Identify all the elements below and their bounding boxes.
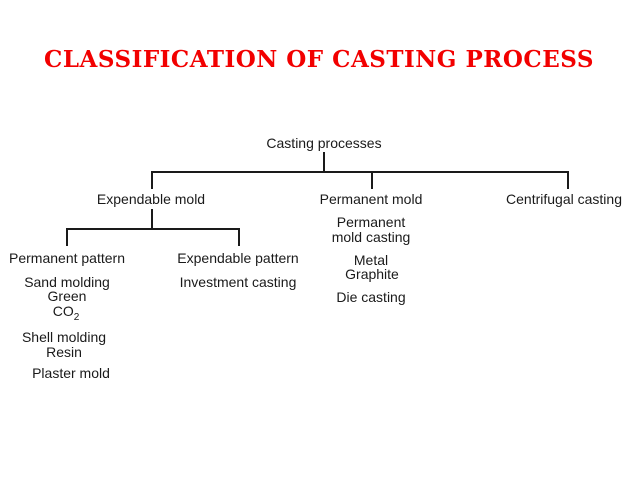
node-permanent-mold-casting-line2: mold casting: [331, 229, 411, 245]
node-green: Green: [47, 288, 87, 304]
slide-title: CLASSIFICATION OF CASTING PROCESS: [44, 46, 594, 73]
node-plaster-mold: Plaster mold: [32, 365, 110, 381]
node-permanent-mold-casting-line1: Permanent: [336, 214, 406, 230]
node-centrifugal-casting: Centrifugal casting: [506, 191, 622, 207]
connector-drop-permanent-mold: [371, 171, 373, 189]
node-expendable-pattern: Expendable pattern: [177, 250, 299, 266]
node-investment-casting: Investment casting: [179, 274, 297, 290]
connector-drop-expendable-mold: [151, 171, 153, 189]
node-graphite: Graphite: [345, 266, 399, 282]
node-co2: CO2: [53, 304, 80, 323]
node-metal: Metal: [353, 252, 389, 268]
connector-drop-expendable-pattern: [238, 228, 240, 246]
connector-drop-permanent-pattern: [66, 228, 68, 246]
node-expendable-mold: Expendable mold: [96, 191, 206, 207]
connector-root-vertical: [323, 152, 325, 172]
co2-base: CO: [52, 303, 74, 319]
connector-drop-centrifugal: [567, 171, 569, 189]
node-resin: Resin: [46, 344, 82, 360]
connector-level1-horizontal: [151, 171, 569, 173]
node-permanent-mold: Permanent mold: [319, 191, 423, 207]
node-die-casting: Die casting: [336, 289, 406, 305]
node-sand-molding: Sand molding: [24, 274, 110, 290]
connector-pattern-horizontal: [66, 228, 240, 230]
node-shell-molding: Shell molding: [21, 329, 107, 345]
node-casting-processes: Casting processes: [266, 135, 382, 151]
node-permanent-pattern: Permanent pattern: [9, 250, 125, 266]
co2-subscript: 2: [73, 311, 80, 323]
connector-expendable-vertical: [151, 209, 153, 230]
